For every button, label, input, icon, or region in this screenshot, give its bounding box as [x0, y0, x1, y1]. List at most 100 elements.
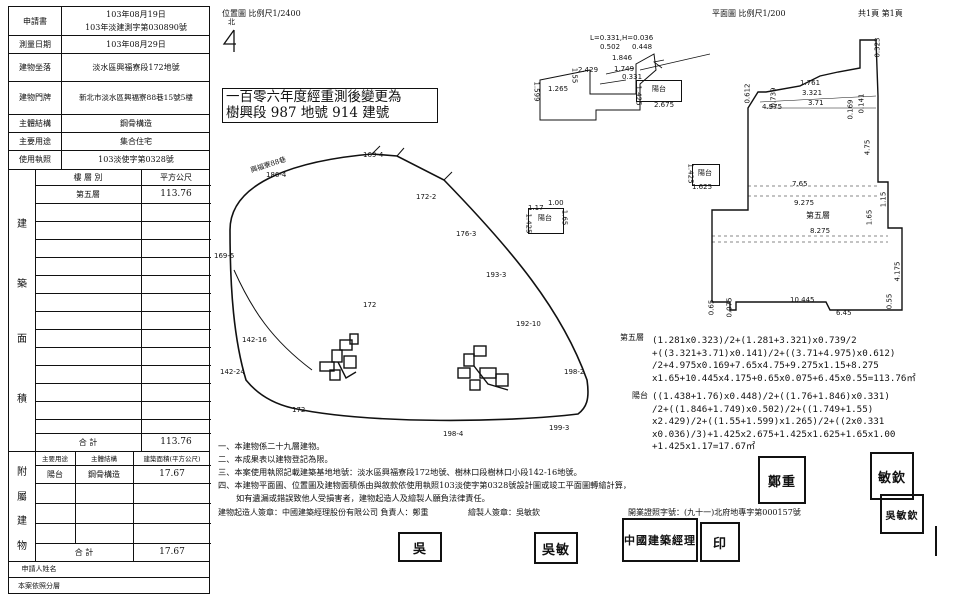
lot-192-10: 192-10: [516, 320, 541, 328]
license-value: 103淡使字第0328號: [98, 155, 174, 164]
lot-172-main: 172: [363, 301, 377, 309]
notes: 一、本建物係二十九層建物。 二、本成果表以建物登記為限。 三、本案使用執照記載建…: [218, 440, 658, 505]
site-value: 淡水區興福寮段172地號: [92, 62, 180, 72]
dim-0331: 0.331: [622, 73, 643, 81]
dim-p-371: 3.71: [808, 99, 824, 107]
application-number: 103年淡建測字第030890號: [85, 23, 187, 32]
location-map-label: 位置圖 比例尺1/2400: [222, 9, 301, 18]
dim-1425b: 1.425: [524, 213, 533, 234]
dim-p-475: 4.75: [863, 139, 872, 156]
lot-142-24: 142-24: [220, 368, 245, 376]
seal-stamp-5: 中國建築經理: [622, 518, 698, 562]
dim-1599: 1.599: [532, 81, 541, 102]
note-item: 二、本成果表以建物登記為限。: [218, 454, 333, 464]
building-char-3: 面: [17, 333, 27, 345]
small-balcony-box: [528, 208, 564, 234]
dim-p-055: 0.55: [885, 293, 894, 310]
lot-186-4: 186-4: [266, 171, 287, 179]
dim-p-645: 6.45: [836, 309, 852, 317]
dim-1625: 1.625: [692, 183, 713, 191]
seal-stamp-6: 印: [700, 522, 740, 562]
calc-floor-block: (1.281x0.323)/2+(1.281+3.321)x0.739/2 +(…: [652, 335, 916, 385]
note-item: 三、本案使用執照記載建築基地地號：淡水區興福寮段172地號、樹林口段樹林口小段1…: [218, 467, 582, 477]
survey-date: 103年08月29日: [106, 39, 166, 49]
license-label: 使用執照: [19, 155, 51, 164]
dim-p-4975: 4.975: [762, 103, 783, 111]
floor-header: 樓 層 別: [73, 172, 103, 182]
calc-balcony-line: +1.425x1.17=17.67㎡: [652, 441, 756, 452]
building-char-1: 建: [17, 218, 27, 230]
lot-193-3: 193-3: [486, 271, 507, 279]
attached-header-area: 建築面積(平方公尺): [143, 455, 201, 463]
dim-100: 1.00: [548, 199, 564, 207]
balcony-detail-drawing: [539, 53, 710, 121]
dim-2429: 2.429: [578, 66, 599, 74]
calc-floor-label: 第五層: [620, 333, 644, 342]
structure-label: 主體結構: [19, 118, 51, 128]
lot-198-4: 198-4: [443, 430, 464, 438]
survey-date-label: 測量日期: [19, 39, 51, 49]
plan-label: 平面圖 比例尺1/200: [712, 9, 786, 18]
dim-p-0739: 0.739: [769, 87, 778, 108]
total-area: 113.76: [160, 437, 192, 447]
dim-1846: 1.846: [612, 54, 633, 62]
dim-p-3321: 3.321: [802, 89, 823, 97]
balcony-detail-box: [636, 80, 682, 102]
attached-header-structure: 主體結構: [91, 455, 117, 463]
attached-use: 陽台: [47, 469, 63, 479]
seal-stamp-1: 鄭重: [758, 456, 806, 504]
site-label: 建物坐落: [19, 62, 51, 72]
building-char-2: 築: [17, 278, 27, 290]
floor-plan-drawing: [711, 39, 903, 312]
notice-line2: 樹興段 987 地號 914 建號: [226, 105, 390, 121]
application-date: 103年08月19日: [106, 9, 166, 19]
building-footprint-2: [457, 345, 509, 391]
structure-value: 鋼骨構造: [120, 118, 152, 128]
door-label: 建物門牌: [19, 93, 51, 102]
dim-p-0075: 0.075: [725, 297, 734, 318]
dim-p-0612: 0.612: [743, 83, 752, 104]
attached-char-1: 附: [17, 466, 27, 478]
dim-117: 1.17: [528, 204, 544, 212]
floor-plan-label: 第五層: [806, 211, 830, 220]
note-item: 一、本建物係二十九層建物。: [218, 441, 325, 451]
lot-172-2: 172-2: [416, 193, 437, 201]
total-label: 合 計: [78, 437, 98, 447]
lot-142-16: 142-16: [242, 336, 267, 344]
calc-balcony-line: x0.036)/3)+1.425x2.675+1.425x1.625+1.65x…: [652, 428, 896, 440]
dim-p-8275: 8.275: [810, 227, 831, 235]
calc-balcony-line: /2+((1.846+1.749)x0.502)/2+((1.749+1.55): [652, 403, 874, 415]
applicant-label: 申請人姓名: [21, 565, 57, 573]
floor-name: 第五層: [76, 189, 100, 199]
dim-0448: 0.448: [632, 43, 653, 51]
building-char-4: 積: [17, 393, 27, 405]
frame-fragment: [935, 526, 957, 556]
lot-198-2: 198-2: [564, 368, 585, 376]
calc-balcony-label: 陽台: [632, 391, 648, 400]
dim-p-0169: 0.169: [846, 99, 855, 120]
north-arrow-icon: [222, 29, 236, 52]
area-header: 平方公尺: [160, 172, 192, 182]
lot-176-3: 176-3: [456, 230, 477, 238]
dim-p-065: 0.65: [707, 299, 716, 316]
left-balcony-label: 陽台: [698, 169, 712, 177]
attached-char-2: 屬: [17, 491, 27, 503]
calc-balcony-line: x2.429)/2+((1.55+1.599)x1.265)/2+((2x0.3…: [652, 416, 885, 427]
dim-p-10445: 10.445: [790, 296, 815, 304]
dim-p-765: 7.65: [792, 180, 808, 188]
calc-floor-line: (1.281x0.323)/2+(1.281+3.321)x0.739/2: [652, 335, 857, 346]
door-value: 新北市淡水區興福寮88巷15號5樓: [79, 93, 193, 102]
lot-169-4: 169-4: [363, 151, 384, 159]
location-map: [229, 145, 589, 422]
dim-165b: 1.65: [560, 209, 569, 226]
use-value: 集合住宅: [120, 136, 152, 146]
notice-line1: 一百零六年度經重測後變更為: [226, 89, 402, 105]
building-info-table: 申請書 103年08月19日 103年淡建測字第030890號 測量日期 103…: [8, 6, 211, 594]
seal-stamp-4: 吳敏: [534, 532, 578, 564]
note-item: 如有遺漏或錯誤致他人受損害者，建物起造人及繪製人願負法律責任。: [236, 493, 490, 503]
lot-172-lower: 172: [292, 406, 306, 414]
dim-155: 1.55: [570, 67, 579, 84]
dim-p-115: 1.15: [879, 191, 888, 208]
attached-char-3: 建: [17, 515, 27, 527]
dim-p-0141: 0.141: [857, 93, 866, 114]
